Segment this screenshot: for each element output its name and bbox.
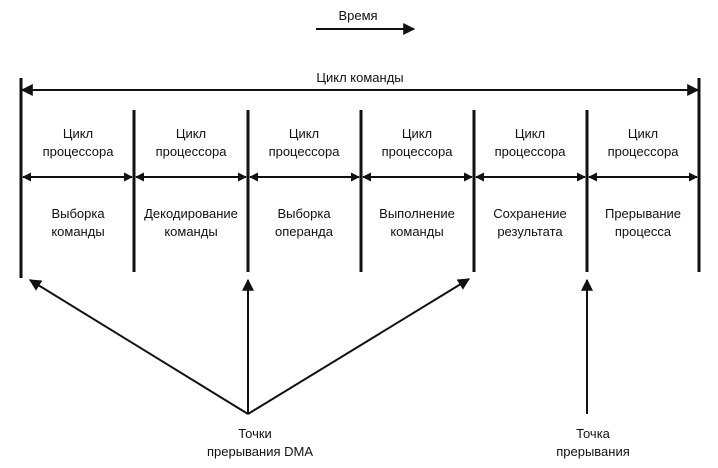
stage-2-line1: Декодирование: [144, 206, 238, 221]
time-label: Время: [338, 8, 377, 23]
cycle-label-3-line2: процессора: [269, 144, 341, 159]
cycle-label-6-line1: Цикл: [628, 126, 658, 141]
interrupt-point-label-line1: Точка: [576, 426, 611, 441]
stage-3-line1: Выборка: [277, 206, 331, 221]
cycle-label-1-line2: процессора: [43, 144, 115, 159]
cycle-label-4-line1: Цикл: [402, 126, 432, 141]
cycle-label-2-line2: процессора: [156, 144, 228, 159]
cycle-label-6-line2: процессора: [608, 144, 680, 159]
dma-points-label-line2: прерывания DMA: [207, 444, 313, 459]
stage-6-line1: Прерывание: [605, 206, 681, 221]
dma-points-label-line1: Точки: [238, 426, 272, 441]
stage-4-line2: команды: [390, 224, 443, 239]
stage-5-line1: Сохранение: [493, 206, 567, 221]
cycle-label-5-line1: Цикл: [515, 126, 545, 141]
stage-1-line2: команды: [51, 224, 104, 239]
cycle-label-5-line2: процессора: [495, 144, 567, 159]
stage-5-line2: результата: [497, 224, 563, 239]
interrupt-point-label-line2: прерывания: [556, 444, 630, 459]
dma-arrow-1: [28, 279, 249, 415]
stage-1-line1: Выборка: [51, 206, 105, 221]
cycle-label-1-line1: Цикл: [63, 126, 93, 141]
stage-4-line1: Выполнение: [379, 206, 455, 221]
cycle-label-3-line1: Цикл: [289, 126, 319, 141]
stage-6-line2: процесса: [615, 224, 672, 239]
instruction-cycle-label: Цикл команды: [316, 70, 403, 85]
cycle-label-2-line1: Цикл: [176, 126, 206, 141]
dma-arrow-3: [247, 278, 471, 415]
cycle-label-4-line2: процессора: [382, 144, 454, 159]
stage-2-line2: команды: [164, 224, 217, 239]
stage-3-line2: операнда: [275, 224, 334, 239]
